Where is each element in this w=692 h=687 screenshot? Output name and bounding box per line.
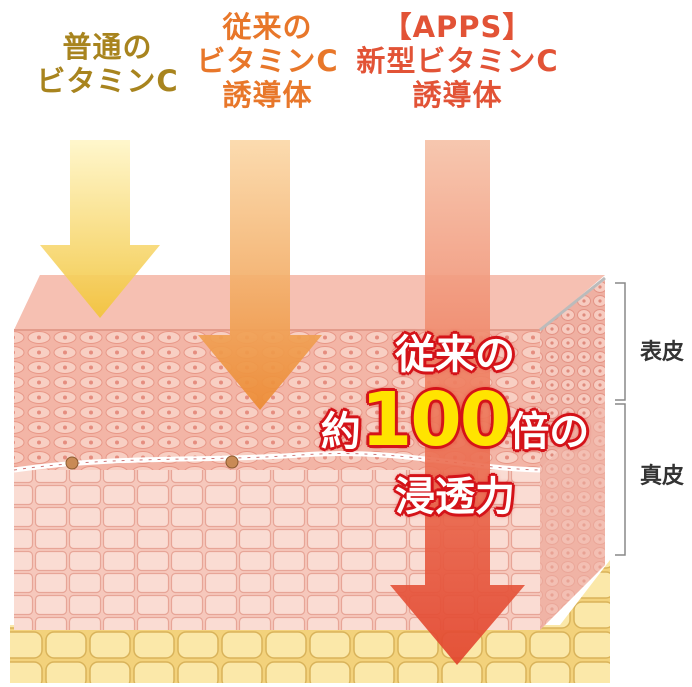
callout-line3: 浸透力	[395, 474, 515, 520]
arrow-normal	[40, 140, 160, 318]
callout-line2: 約100倍の	[320, 377, 590, 463]
arrow-apps	[390, 140, 525, 665]
label-conventional-derivative: 従来の ビタミンC 誘導体	[196, 10, 339, 112]
callout-line1: 従来の	[395, 332, 515, 378]
label-normal-vitamin-c: 普通の ビタミンC	[36, 30, 179, 98]
penetration-callout: 従来の 約100倍の 浸透力	[295, 330, 615, 522]
epidermis-label: 表皮	[640, 340, 685, 365]
arrow-conventional	[198, 140, 322, 410]
callout-number: 100	[360, 377, 511, 463]
dermis-label: 真皮	[640, 464, 685, 489]
label-apps-derivative: 【APPS】 新型ビタミンC 誘導体	[356, 10, 559, 112]
